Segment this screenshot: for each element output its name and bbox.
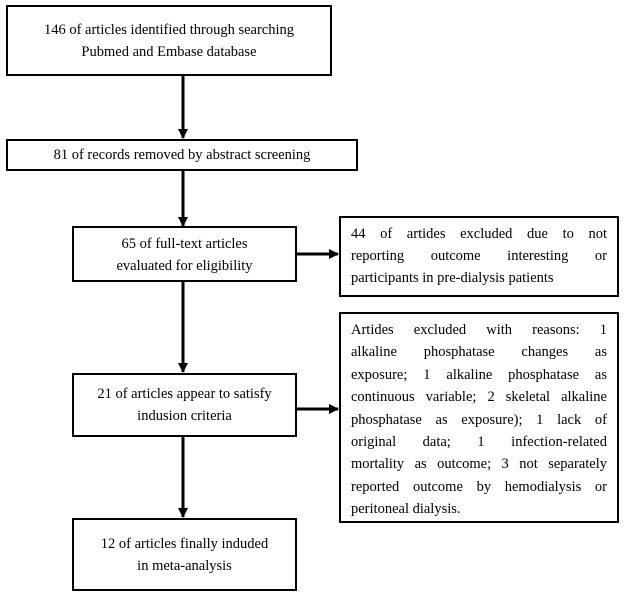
fulltext-line-1: 65 of full-text articles [121,236,248,252]
excluded-reasons-line-6: original data; 1 infection-related [351,434,607,451]
included-box: 12 of articles finally induded in meta-a… [72,518,297,591]
fulltext-box: 65 of full-text articles evaluated for e… [72,226,297,282]
excluded-reasons-line-8: reported outcome by hemodialysis or [351,478,607,495]
excluded-fulltext-box: 44 of artides excluded due to not report… [339,216,619,297]
excluded-reasons-line-2: alkaline phosphatase changes as [351,344,607,361]
removed-box: 81 of records removed by abstract screen… [6,139,358,171]
satisfy-line-2: indusion criteria [137,408,232,424]
included-line-2: in meta-analysis [137,558,232,574]
excluded-reasons-line-1: Artides excluded with reasons: 1 [351,322,607,338]
satisfy-box: 21 of articles appear to satisfy indusio… [72,373,297,437]
identified-line-2: Pubmed and Embase database [81,44,257,60]
excluded-reasons-line-9: peritoneal dialysis. [351,501,461,518]
excluded-reasons-box: Artides excluded with reasons: 1 alkalin… [339,312,619,523]
identified-line-1: 146 of articles identified through searc… [43,22,295,38]
removed-line-1: 81 of records removed by abstract screen… [53,147,311,163]
excluded-fulltext-line-2: reporting outcome interesting or [351,248,607,264]
excluded-reasons-line-3: exposure; 1 alkaline phosphatase as [351,366,607,383]
included-line-1: 12 of articles finally induded [100,536,269,552]
excluded-reasons-line-5: phosphatase as exposure); 1 lack of [351,411,607,428]
excluded-fulltext-line-1: 44 of artides excluded due to not [351,226,607,242]
fulltext-line-2: evaluated for eligibility [116,258,253,274]
excluded-reasons-line-7: mortality as outcome; 3 not separately [351,456,607,473]
excluded-reasons-line-4: continuous variable; 2 skeletal alkaline [351,389,607,406]
identified-box: 146 of articles identified through searc… [6,5,332,76]
satisfy-line-1: 21 of articles appear to satisfy [97,386,272,402]
excluded-fulltext-line-3: participants in pre-dialysis patients [351,270,554,286]
